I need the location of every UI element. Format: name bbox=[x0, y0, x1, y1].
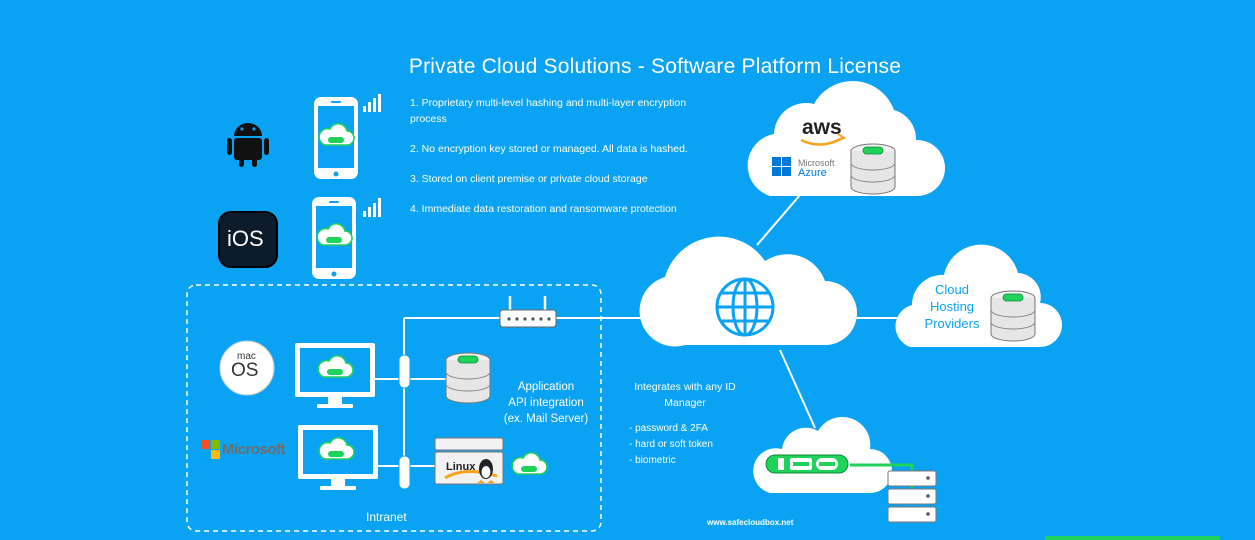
id-manager-item: - password & 2FA bbox=[629, 423, 708, 434]
desktop-monitor bbox=[295, 343, 375, 408]
switch-connector bbox=[398, 455, 411, 490]
app-integration-label: Application API integration (ex. Mail Se… bbox=[503, 381, 589, 425]
page-title: Private Cloud Solutions - Software Platf… bbox=[408, 55, 902, 78]
macos-icon bbox=[219, 340, 275, 396]
switch-connector bbox=[398, 354, 411, 389]
id-manager-list: - password & 2FA - hard or soft token - … bbox=[629, 421, 713, 469]
intranet-boundary bbox=[186, 284, 602, 532]
feature-list: 1. Proprietary multi-level hashing and m… bbox=[410, 95, 710, 231]
signal-icon bbox=[363, 94, 381, 112]
database-icon bbox=[990, 290, 1036, 342]
ios-icon bbox=[218, 211, 278, 268]
globe-icon bbox=[715, 277, 775, 337]
phone-device bbox=[312, 197, 356, 279]
website-link[interactable]: www.safecloudbox.net bbox=[707, 518, 794, 527]
public-cloud bbox=[747, 81, 946, 196]
feature-item: 1. Proprietary multi-level hashing and m… bbox=[410, 97, 687, 125]
linux-server-icon bbox=[434, 437, 504, 485]
intranet-label: Intranet bbox=[366, 510, 407, 524]
id-manager-heading: Integrates with any ID Manager bbox=[634, 381, 736, 409]
database-icon bbox=[445, 352, 491, 404]
cloudbox-icon bbox=[511, 451, 548, 475]
router-icon bbox=[499, 296, 557, 328]
phone-device bbox=[314, 97, 358, 179]
signal-icon bbox=[363, 198, 381, 217]
aws-label: aws bbox=[802, 116, 842, 139]
linux-label: Linux bbox=[446, 461, 476, 473]
feature-item: 3. Stored on client premise or private c… bbox=[410, 173, 648, 185]
android-icon bbox=[227, 123, 269, 167]
ios-label: iOS bbox=[227, 226, 264, 251]
desktop-monitor bbox=[298, 425, 378, 490]
id-manager-item: - biometric bbox=[629, 455, 676, 466]
microsoft-logo-icon bbox=[201, 440, 220, 459]
server-stack-icon bbox=[887, 470, 937, 523]
cloudbox-logo-icon bbox=[765, 454, 849, 474]
macos-label-bottom: OS bbox=[231, 360, 259, 381]
feature-item: 4. Immediate data restoration and ransom… bbox=[410, 203, 677, 215]
azure-label-top: Microsoft bbox=[798, 158, 835, 168]
database-icon bbox=[850, 143, 896, 195]
macos-label-top: mac bbox=[237, 351, 256, 362]
azure-logo-icon bbox=[772, 157, 791, 176]
microsoft-label: Microsoft bbox=[222, 441, 286, 458]
green-bar bbox=[1045, 536, 1220, 540]
feature-item: 2. No encryption key stored or managed. … bbox=[410, 143, 688, 155]
id-manager-item: - hard or soft token bbox=[629, 439, 713, 450]
azure-label-bottom: Azure bbox=[798, 167, 827, 179]
cloud-hosting-label: Cloud Hosting Providers bbox=[924, 282, 980, 331]
